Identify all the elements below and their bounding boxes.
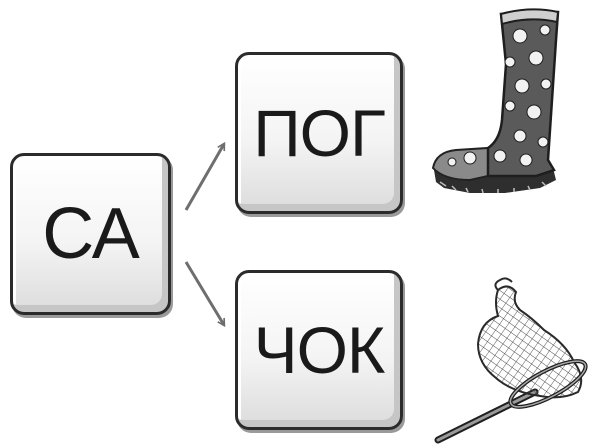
- syllable-bottom: ЧОК: [253, 313, 386, 387]
- syllable-card-start: СА: [10, 153, 171, 315]
- syllable-card-bottom: ЧОК: [235, 270, 403, 430]
- syllable-card-top: ПОГ: [235, 52, 403, 214]
- arrow-down: [184, 261, 226, 325]
- arrow-up: [184, 144, 226, 211]
- syllable-top: ПОГ: [253, 96, 386, 170]
- syllable-start: СА: [42, 194, 139, 274]
